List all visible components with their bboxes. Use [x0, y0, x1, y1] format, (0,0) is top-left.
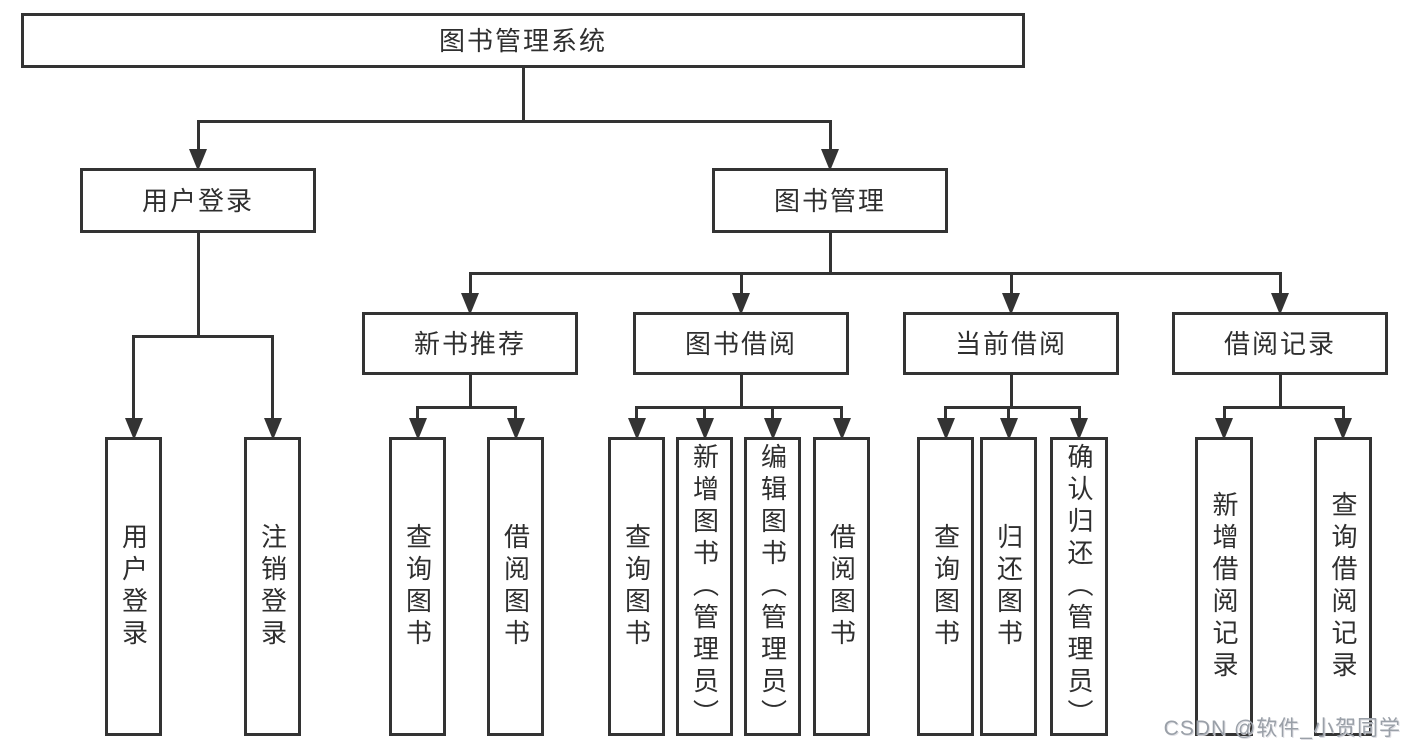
node-label-leaf-user-login: 用户登录 — [118, 522, 149, 651]
connector-segment — [771, 406, 774, 422]
connector-segment — [468, 272, 472, 297]
connector-segment — [1222, 406, 1345, 409]
node-label-leaf-query-books-a: 查询图书 — [402, 522, 433, 651]
connector-arrowhead-icon — [627, 418, 646, 440]
connector-arrowhead-icon — [1334, 418, 1352, 440]
csdn-watermark: CSDN @软件_小贺同学 — [1163, 717, 1401, 740]
connector-segment — [635, 406, 843, 409]
node-leaf-query-books-a: 查询图书 — [389, 437, 446, 736]
node-label-borrowing-records: 借阅记录 — [1223, 328, 1336, 359]
connector-segment — [416, 406, 419, 422]
node-leaf-add-book: 新增图书（管理员） — [676, 437, 733, 736]
connector-segment — [739, 375, 743, 406]
node-leaf-user-login: 用户登录 — [105, 437, 162, 736]
node-borrowing-records: 借阅记录 — [1172, 312, 1388, 375]
node-leaf-edit-book: 编辑图书（管理员） — [744, 437, 801, 736]
node-leaf-borrow-books-a: 借阅图书 — [487, 437, 544, 736]
node-label-leaf-confirm-return: 确认归还（管理员） — [1064, 442, 1094, 731]
node-leaf-borrow-books-b: 借阅图书 — [813, 437, 870, 736]
node-label-leaf-return-book: 归还图书 — [993, 522, 1024, 651]
connector-arrowhead-icon — [832, 418, 851, 440]
node-label-leaf-query-books-c: 查询图书 — [930, 522, 961, 651]
connector-segment — [1007, 406, 1010, 422]
node-leaf-logout: 注销登录 — [244, 437, 301, 736]
connector-segment — [1009, 272, 1013, 297]
connector-arrowhead-icon — [1070, 418, 1088, 440]
node-new-book-recommend: 新书推荐 — [362, 312, 578, 375]
connector-arrowhead-icon — [124, 418, 143, 440]
node-label-book-borrowing: 图书借阅 — [684, 328, 797, 359]
node-label-leaf-borrow-books-a: 借阅图书 — [500, 522, 531, 651]
node-label-leaf-add-borrow-record: 新增借阅记录 — [1209, 490, 1239, 683]
connector-segment — [944, 406, 1081, 409]
connector-segment — [196, 120, 200, 153]
node-label-leaf-query-borrow-record: 查询借阅记录 — [1328, 490, 1358, 683]
node-leaf-confirm-return: 确认归还（管理员） — [1050, 437, 1108, 736]
connector-segment — [703, 406, 706, 422]
node-leaf-query-books-b: 查询图书 — [608, 437, 665, 736]
connector-segment — [944, 406, 947, 422]
connector-segment — [1222, 406, 1226, 422]
node-label-leaf-borrow-books-b: 借阅图书 — [826, 522, 857, 651]
connector-segment — [635, 406, 638, 422]
connector-segment — [828, 120, 832, 153]
node-label-root: 图书管理系统 — [438, 25, 607, 56]
connector-segment — [1077, 406, 1081, 422]
node-leaf-query-books-c: 查询图书 — [917, 437, 974, 736]
node-book-borrowing: 图书借阅 — [633, 312, 849, 375]
connector-segment — [1341, 406, 1345, 422]
connector-segment — [271, 335, 274, 422]
connector-segment — [416, 406, 517, 409]
connector-arrowhead-icon — [408, 418, 427, 440]
node-root: 图书管理系统 — [21, 13, 1025, 68]
node-label-new-book-recommend: 新书推荐 — [413, 328, 526, 359]
connector-segment — [468, 375, 472, 406]
connector-segment — [828, 233, 832, 272]
connector-segment — [840, 406, 843, 422]
connector-segment — [521, 68, 525, 120]
connector-arrowhead-icon — [936, 418, 955, 440]
connector-arrowhead-icon — [506, 418, 525, 440]
connector-arrowhead-icon — [263, 418, 282, 440]
node-label-leaf-edit-book: 编辑图书（管理员） — [757, 442, 788, 731]
connector-arrowhead-icon — [1215, 418, 1233, 440]
node-user-login: 用户登录 — [80, 168, 316, 233]
node-book-management: 图书管理 — [712, 168, 948, 233]
node-label-book-management: 图书管理 — [773, 185, 886, 216]
connector-segment — [132, 335, 274, 338]
connector-segment — [739, 272, 743, 297]
connector-arrowhead-icon — [821, 149, 839, 171]
node-current-borrowing: 当前借阅 — [903, 312, 1119, 375]
node-leaf-return-book: 归还图书 — [980, 437, 1037, 736]
connector-arrowhead-icon — [461, 293, 479, 315]
connector-arrowhead-icon — [999, 418, 1018, 440]
connector-arrowhead-icon — [695, 418, 714, 440]
node-label-leaf-logout: 注销登录 — [257, 522, 288, 651]
connector-arrowhead-icon — [189, 149, 207, 171]
connector-arrowhead-icon — [763, 418, 782, 440]
node-label-user-login: 用户登录 — [141, 185, 254, 216]
connector-segment — [514, 406, 517, 422]
connector-segment — [196, 233, 200, 335]
connector-segment — [196, 120, 832, 123]
connector-arrowhead-icon — [732, 293, 750, 315]
connector-segment — [1009, 375, 1013, 406]
node-label-leaf-query-books-b: 查询图书 — [621, 522, 652, 651]
node-leaf-query-borrow-record: 查询借阅记录 — [1314, 437, 1372, 736]
connector-arrowhead-icon — [1002, 293, 1020, 315]
node-leaf-add-borrow-record: 新增借阅记录 — [1195, 437, 1253, 736]
node-label-current-borrowing: 当前借阅 — [954, 328, 1067, 359]
connector-segment — [468, 272, 1282, 275]
connector-segment — [1278, 272, 1282, 297]
connector-segment — [132, 335, 135, 422]
node-label-leaf-add-book: 新增图书（管理员） — [689, 442, 720, 731]
connector-segment — [1278, 375, 1282, 406]
connector-arrowhead-icon — [1271, 293, 1289, 315]
